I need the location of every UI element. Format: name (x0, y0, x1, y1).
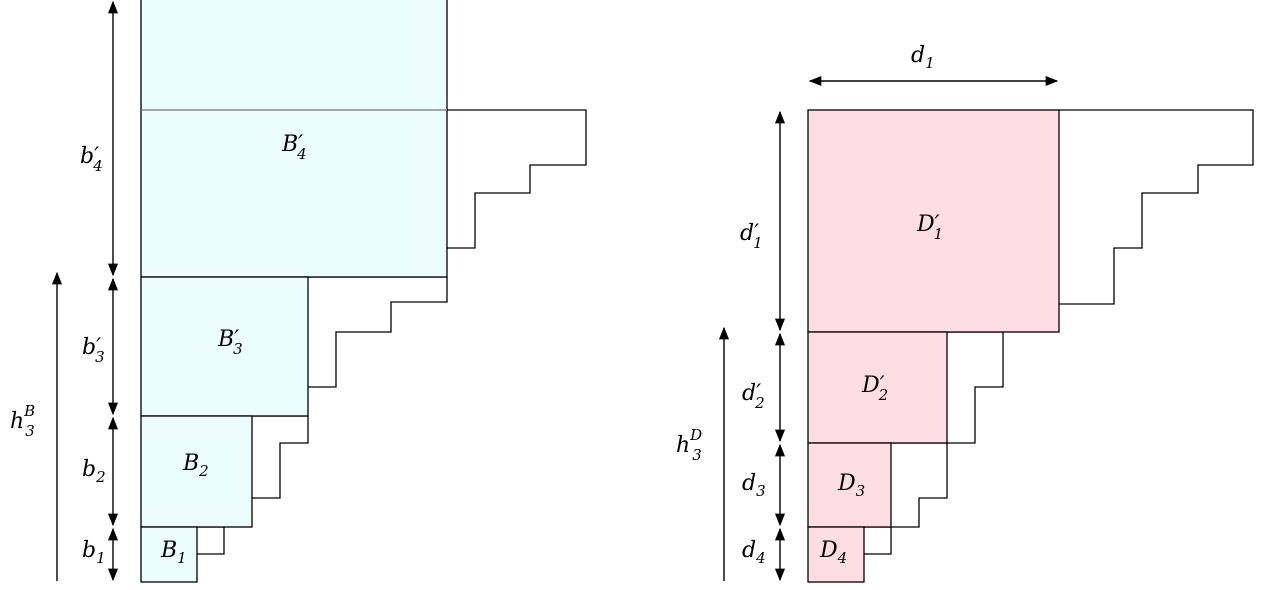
label-dim-d1-prime: d′1 (740, 221, 763, 252)
box-b4-prime (140, 0, 448, 278)
stair-d2 (947, 331, 1004, 444)
stair-b1 (197, 526, 225, 555)
label-dim-d2-prime: d′2 (742, 381, 765, 412)
label-b3-prime: B′3 (217, 327, 243, 358)
label-dim-d1: d1 (911, 43, 935, 72)
label-d2-prime: D′2 (861, 373, 888, 404)
label-d1-prime: D′1 (916, 212, 943, 243)
label-dim-d3: d3 (742, 471, 766, 500)
label-d4: D4 (819, 538, 847, 567)
label-dim-d4: d4 (742, 538, 766, 567)
stair-d3 (891, 442, 948, 528)
box-d3 (807, 442, 892, 528)
label-b4-prime: B′4 (281, 132, 307, 163)
stair-b4 (447, 109, 587, 249)
label-b2: B2 (182, 451, 209, 480)
stair-b3 (308, 276, 448, 388)
stair-d1 (1059, 109, 1254, 305)
label-b1: B1 (160, 538, 187, 567)
box-d1-prime (807, 109, 1060, 333)
label-d3: D3 (837, 471, 865, 500)
stair-b2 (252, 415, 309, 499)
stair-d4 (864, 526, 892, 555)
label-dim-b2: b2 (82, 457, 106, 486)
label-dim-b3: b′3 (82, 335, 105, 366)
box-b3-prime (140, 276, 309, 417)
box-b1 (140, 526, 198, 583)
label-dim-b1: b1 (82, 538, 106, 567)
box-d2-prime (807, 331, 948, 444)
label-dim-b4: b′4 (80, 144, 103, 175)
box-d4 (807, 526, 865, 583)
